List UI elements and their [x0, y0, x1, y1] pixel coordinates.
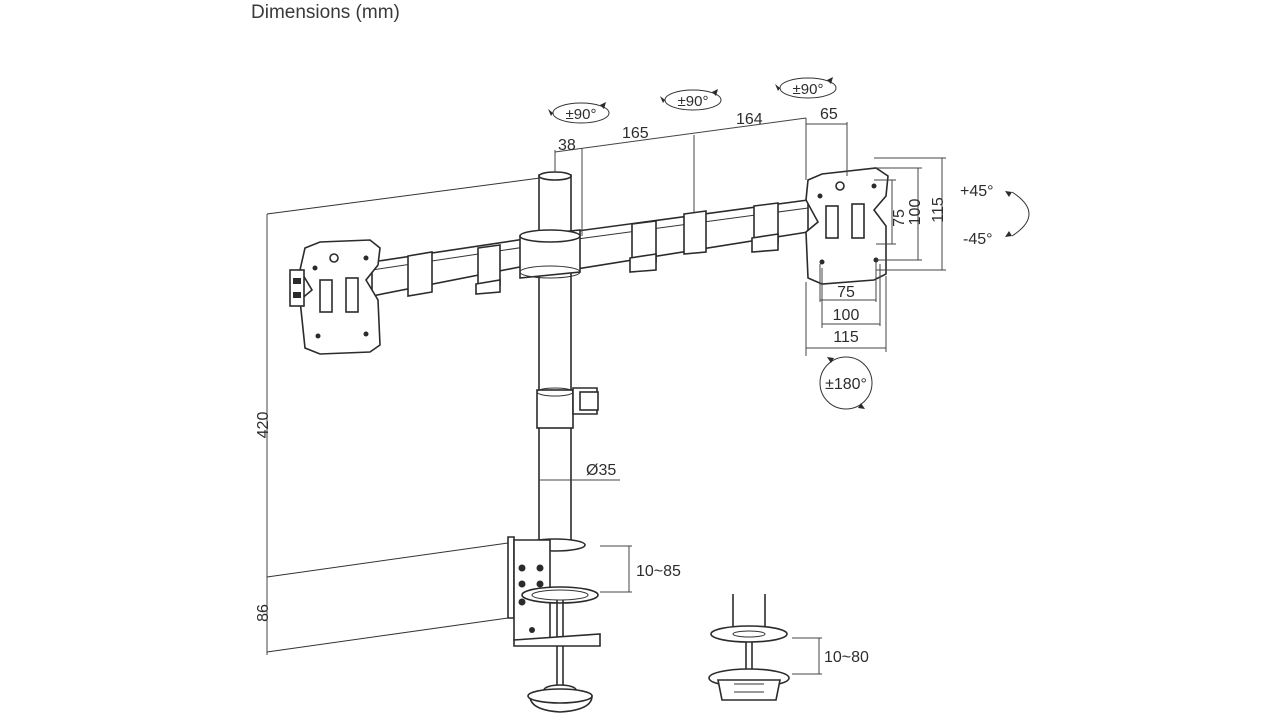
vesa-w-115-label: 115: [833, 329, 859, 346]
rotation-indicator-2: ±90°: [660, 89, 722, 111]
vesa-w-100-label: 100: [833, 307, 860, 324]
tilt-down-label: -45°: [963, 231, 993, 248]
rotation-indicator-3: ±90°: [775, 77, 837, 99]
tilt-indicator: +45° -45°: [960, 183, 1030, 248]
rotation-1-label: ±90°: [566, 106, 597, 123]
head-depth-label: 65: [820, 106, 838, 123]
right-arm: [569, 199, 809, 273]
pole-height-label: 420: [255, 412, 272, 439]
grommet-range-label: 10~80: [824, 649, 869, 666]
rotation-2-label: ±90°: [678, 93, 709, 110]
rotation-indicator-1: ±90°: [548, 102, 610, 124]
rotation-3-label: ±90°: [793, 81, 824, 98]
page-title: Dimensions (mm): [251, 2, 400, 23]
panel-rotation-label: ±180°: [825, 376, 867, 393]
arm-offset-label: 38: [558, 137, 576, 154]
pole-diameter-dimension: Ø35: [539, 462, 620, 481]
left-arm: [371, 235, 546, 297]
pole-diameter-label: Ø35: [586, 462, 616, 479]
base-height-label: 86: [255, 604, 272, 622]
vesa-width-dimensions: 75 100 115: [805, 262, 887, 356]
grommet-mount: 10~80: [708, 594, 869, 701]
vesa-height-dimensions: 75 100 115: [874, 157, 947, 271]
pole: [524, 171, 599, 552]
arm-length-dimensions: 38 165 164 65: [554, 106, 848, 236]
desk-clamp: [507, 536, 601, 713]
vesa-h-100-label: 100: [907, 199, 924, 226]
right-vesa-plate: [805, 167, 889, 285]
arm-segment-2-label: 164: [736, 111, 763, 128]
clamp-range-label: 10~85: [636, 563, 681, 580]
arm-segment-1-label: 165: [622, 125, 649, 142]
clamp-range-dimension: 10~85: [600, 545, 681, 593]
vesa-h-115-label: 115: [930, 197, 947, 223]
height-dimension: 420 86: [255, 177, 541, 655]
vesa-h-75-label: 75: [891, 209, 908, 227]
left-vesa-plate: [289, 239, 381, 355]
center-hub: [519, 229, 581, 279]
vesa-w-75-label: 75: [837, 284, 855, 301]
panel-rotation-indicator: ±180°: [819, 356, 873, 410]
tilt-up-label: +45°: [960, 183, 994, 200]
